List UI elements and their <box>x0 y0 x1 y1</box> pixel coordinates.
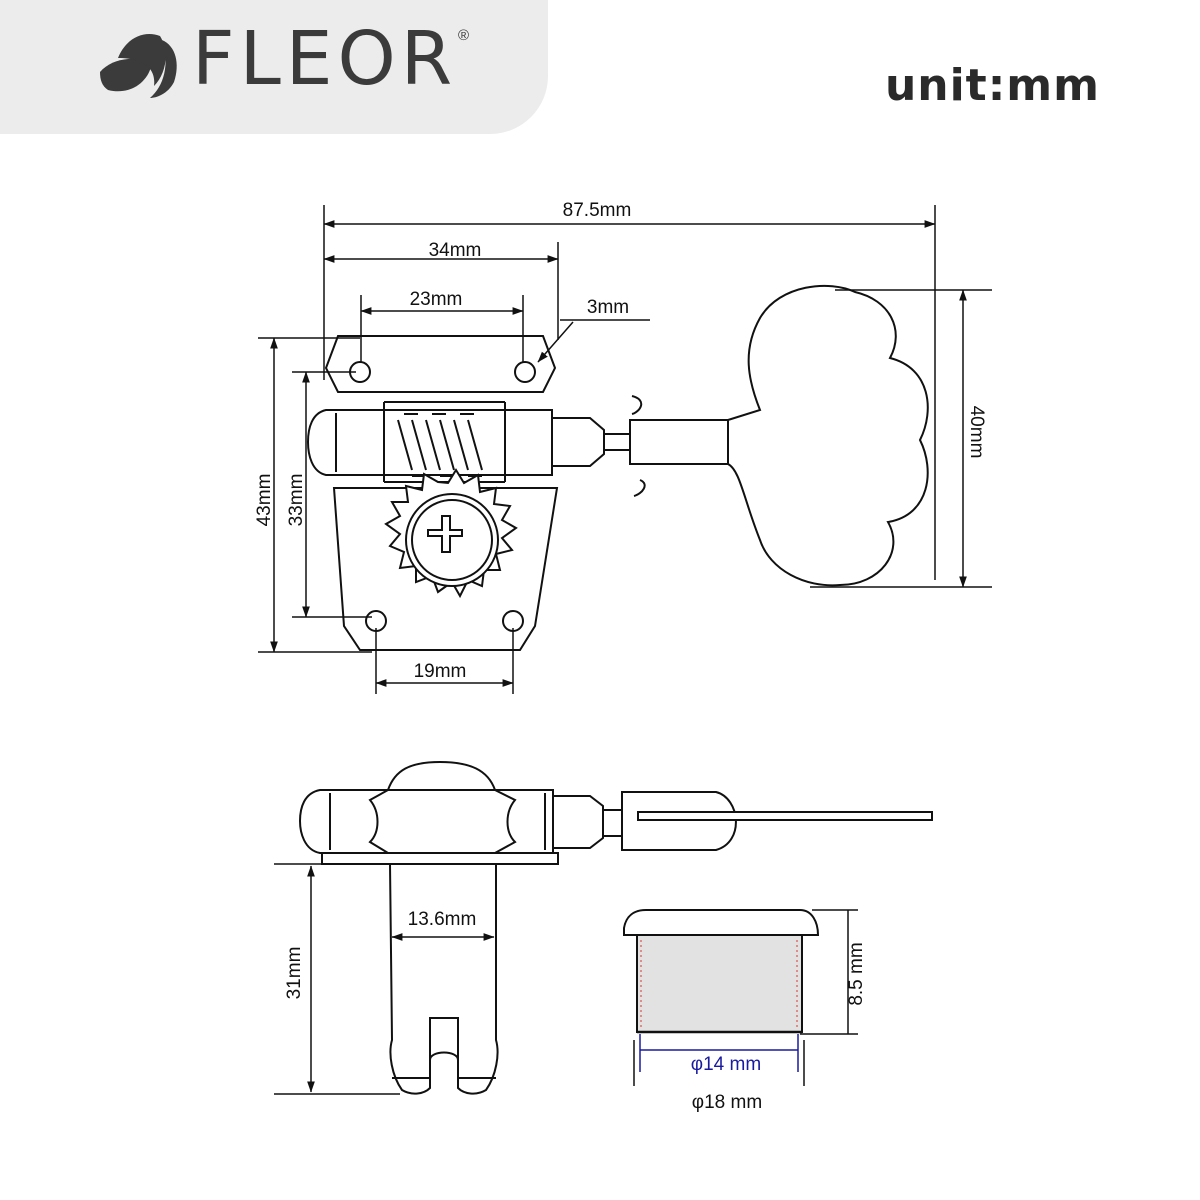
unit-label: unit:mm <box>884 60 1100 111</box>
header-tab <box>0 0 548 134</box>
post-height-label: 31mm <box>284 947 305 1000</box>
screw-cross-icon <box>427 515 463 553</box>
top-hole-spacing-label: 23mm <box>410 289 463 310</box>
post-diameter-label: 13.6mm <box>408 909 477 930</box>
side-dimension-lines <box>274 863 495 1095</box>
plate-height-label: 43mm <box>254 474 275 527</box>
tuning-button <box>727 284 929 587</box>
top-mounting-plate <box>324 335 557 393</box>
plate-width-label: 34mm <box>429 240 482 261</box>
bushing-inner-label: φ14 mm <box>691 1054 761 1075</box>
dim-line-hole-diameter <box>537 321 574 363</box>
bushing <box>623 909 820 1034</box>
side-view <box>298 760 933 1095</box>
string-post <box>388 863 499 1095</box>
bushing-height-label: 8.5 mm <box>846 942 867 1005</box>
bushing-outer-label: φ18 mm <box>692 1092 762 1113</box>
overall-length-label: 87.5mm <box>563 200 632 221</box>
button-height-label: 40mm <box>966 406 987 459</box>
brand-name: FLEOR <box>192 16 458 102</box>
bushing-dimension-lines <box>633 909 858 1086</box>
top-dimension-lines <box>258 205 992 694</box>
bottom-hole-spacing-label: 19mm <box>414 661 467 682</box>
hole-vertical-spacing-label: 33mm <box>286 474 307 527</box>
leaf-logo-icon <box>100 34 177 98</box>
top-hole-right <box>514 361 536 383</box>
registered-mark: ® <box>458 27 470 44</box>
side-cap <box>387 760 496 791</box>
top-view <box>306 284 929 651</box>
bushing-body <box>636 934 803 1033</box>
hole-diameter-label: 3mm <box>587 297 629 318</box>
side-washer <box>321 852 559 865</box>
bushing-flange <box>623 909 820 936</box>
shaft-barrel <box>306 409 553 476</box>
